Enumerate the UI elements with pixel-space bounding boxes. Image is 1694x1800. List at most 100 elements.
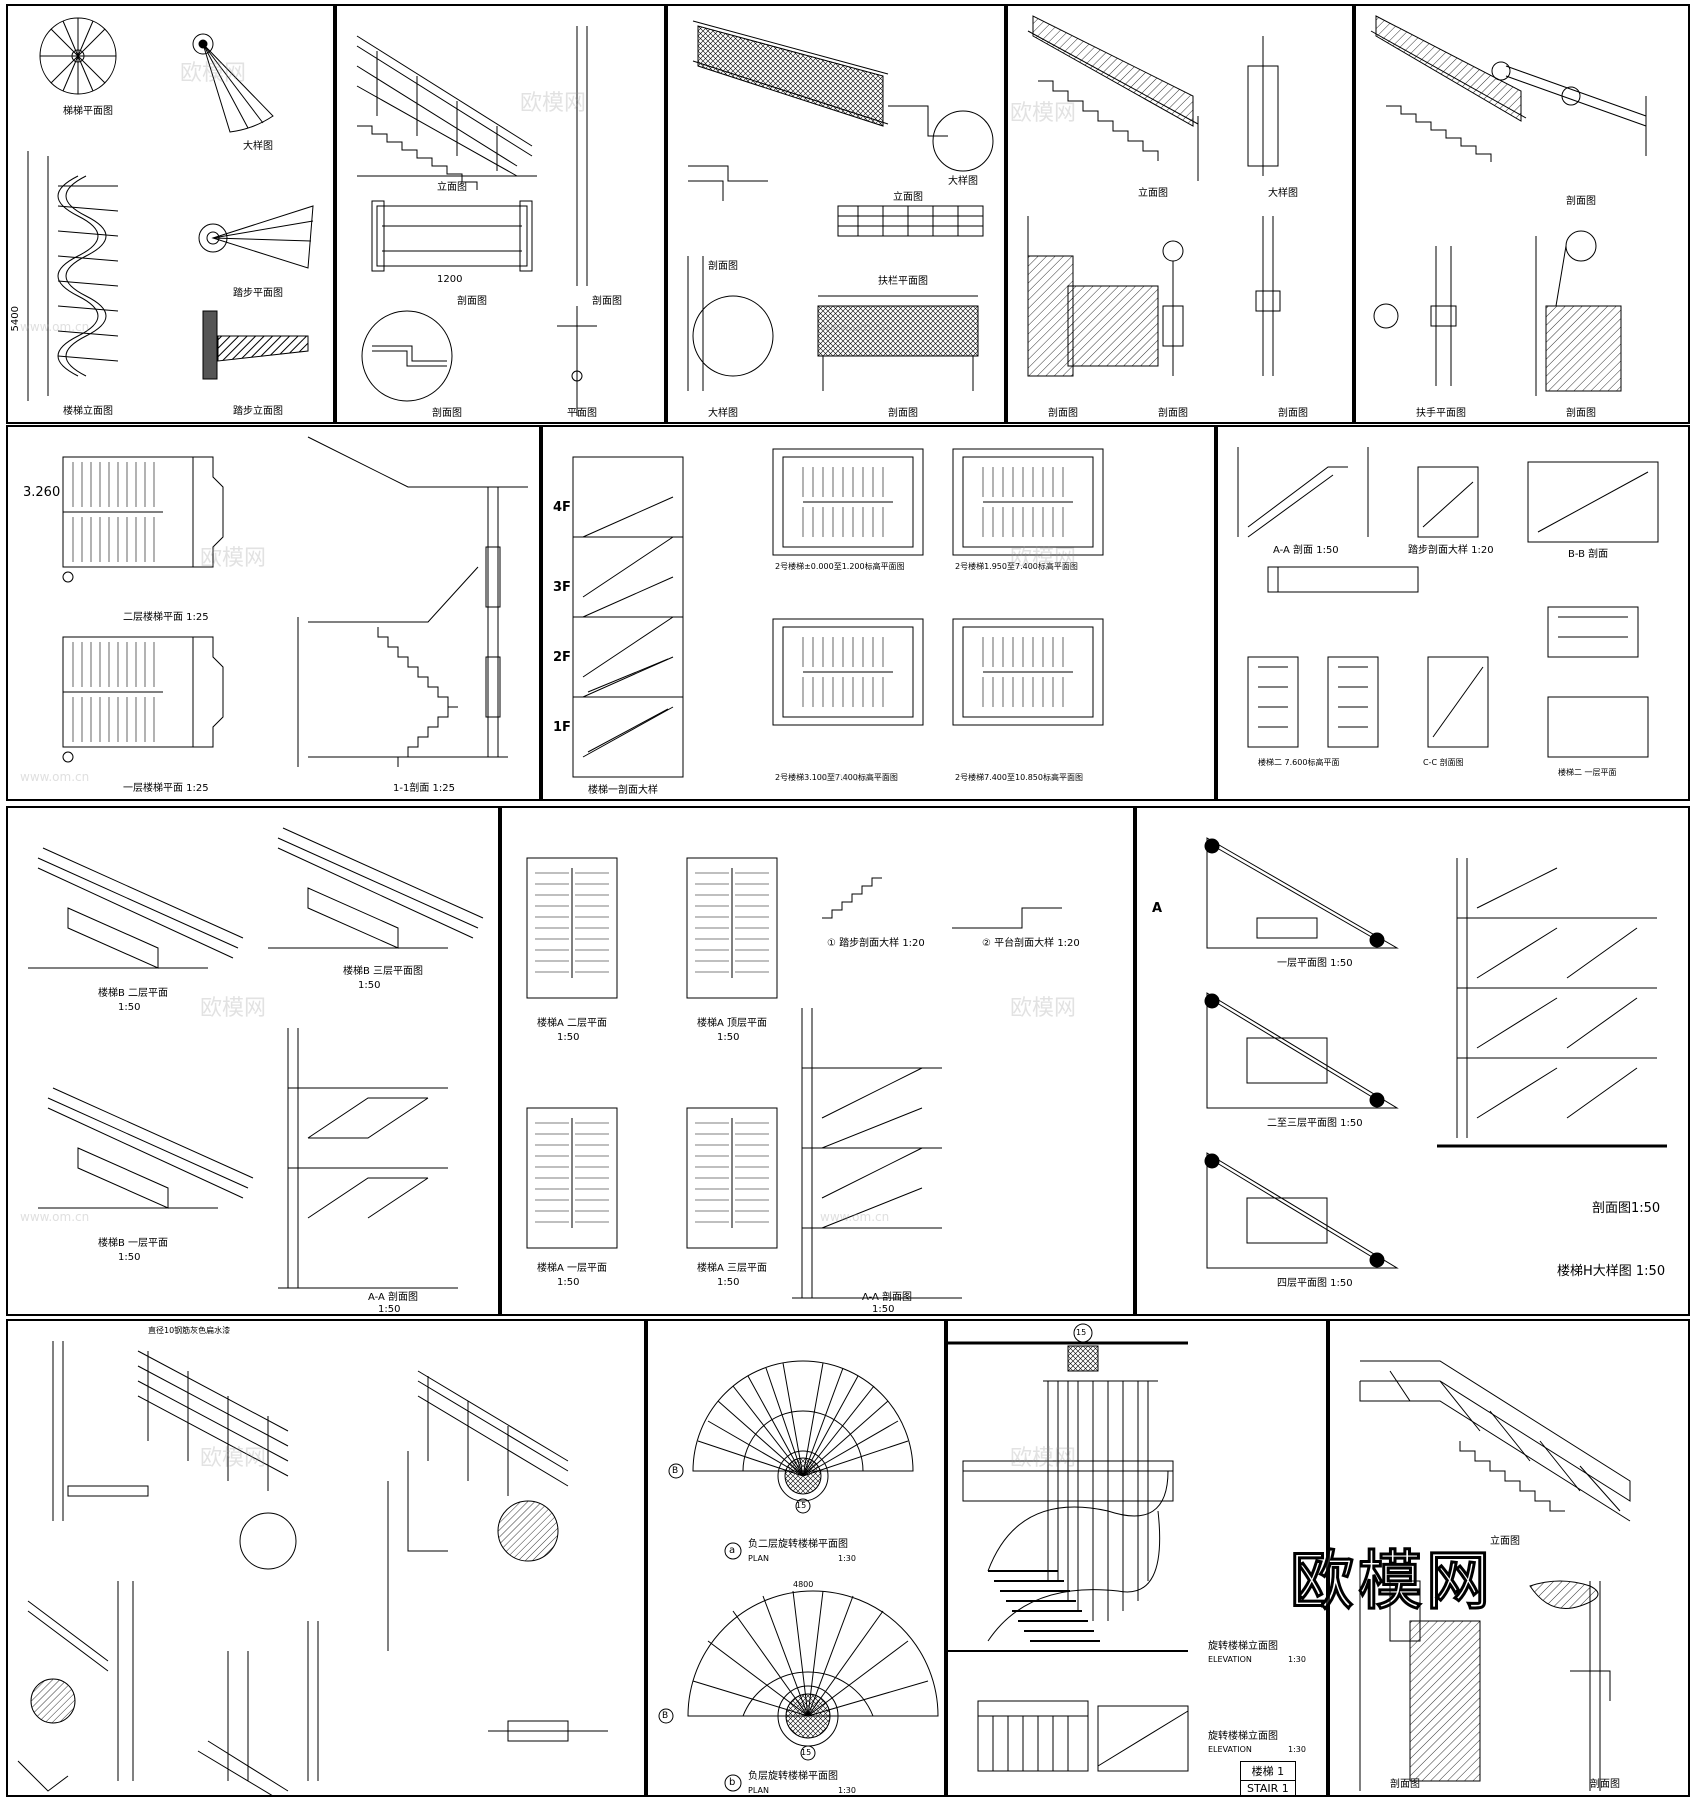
spiral2-plan-b-mark: b bbox=[729, 1777, 736, 1788]
watermark-url-6: www.om.cn bbox=[820, 1210, 890, 1224]
stair-e-plan-d: 楼梯A 三层平面 bbox=[697, 1263, 768, 1274]
stair-e-section-scale: 1:50 bbox=[872, 1304, 895, 1315]
spiral-plans-drawing bbox=[658, 1360, 939, 1792]
stair-e-plan-c: 楼梯A 一层平面 bbox=[537, 1263, 608, 1274]
spiral-plan-title: 梯梯平面图 bbox=[63, 106, 113, 117]
watermark-small-8: 欧模网 bbox=[200, 1446, 267, 1471]
stair-c-section-b: B-B 剖面 bbox=[1568, 549, 1609, 560]
stair-b-plan-a: 2号楼梯±0.000至1.200标高平面图 bbox=[775, 562, 905, 571]
watermark-small-9: 欧模网 bbox=[1010, 1446, 1077, 1471]
rail2-section-a: 剖面图 bbox=[708, 261, 738, 272]
railing-3-drawing bbox=[1027, 15, 1281, 377]
watermark-url-5: www.om.cn bbox=[20, 1210, 90, 1224]
sheet-railing-2: 大样图 立面图 剖面图 扶栏平面图 大样图 剖面图 bbox=[666, 4, 1006, 424]
spiral-stair-drawing bbox=[27, 17, 314, 401]
sheet-railing-1: 立面图 1200 剖面图 剖面图 平面图 剖面图 bbox=[335, 4, 666, 424]
rail4-section-a: 剖面图 bbox=[1566, 196, 1596, 207]
stair-a-plan1: 一层楼梯平面 1:25 bbox=[123, 783, 209, 794]
sheet-spiral-stair: 梯梯平面图 大样图 踏步平面图 楼梯立面图 踏步立面图 5400 bbox=[6, 4, 335, 424]
stair-c-section-c: C-C 剖面图 bbox=[1423, 758, 1464, 767]
stair-b-floor-2: 2F bbox=[553, 650, 571, 665]
rail2-detail-b: 大样图 bbox=[708, 408, 738, 419]
sheet-railing-3: 立面图 大样图 剖面图 剖面图 剖面图 bbox=[1006, 4, 1354, 424]
stair-d-section-scale: 1:50 bbox=[378, 1304, 401, 1315]
sheet-stair-e: 楼梯A 二层平面 1:50 楼梯A 顶层平面 1:50 ① 踏步剖面大样 1:2… bbox=[500, 806, 1135, 1316]
stair-d-drawing bbox=[28, 827, 484, 1289]
stair-c-section-a: A-A 剖面 1:50 bbox=[1273, 545, 1339, 556]
stair-b-floor-3: 3F bbox=[553, 580, 571, 595]
railing-1-drawing bbox=[356, 26, 597, 416]
stair-f-plan-c: 四层平面图 1:50 bbox=[1277, 1278, 1353, 1289]
rail3-detail-title: 大样图 bbox=[1268, 188, 1298, 199]
stair-e-plan-c-scale: 1:50 bbox=[557, 1277, 580, 1288]
spiral2-plan-a: 负二层旋转楼梯平面图 bbox=[748, 1539, 848, 1550]
rail5-note: 直径10钢筋灰色扁水漆 bbox=[148, 1326, 231, 1335]
stair-c-plan-a: 楼梯二 7.600标高平面 bbox=[1258, 758, 1340, 767]
rail1-section-b: 剖面图 bbox=[592, 296, 622, 307]
railing-5-drawing bbox=[17, 1341, 608, 1795]
stair-b-floor-4: 4F bbox=[553, 500, 571, 515]
stair-e-plan-b: 楼梯A 顶层平面 bbox=[697, 1018, 768, 1029]
spiral-step-plan-title: 踏步平面图 bbox=[233, 288, 283, 299]
sheet-railing-5: 直径10钢筋灰色扁水漆 bbox=[6, 1319, 646, 1797]
spiral-elevation-drawing bbox=[948, 1323, 1189, 1772]
stair-b-plan-b: 2号楼梯1.950至7.400标高平面图 bbox=[955, 562, 1078, 571]
rail1-plan: 平面图 bbox=[567, 408, 597, 419]
spiral2-axis-15-1: 15 bbox=[796, 1501, 807, 1510]
spiral2-plan-a-mark: a bbox=[729, 1545, 736, 1556]
rail2-elev-title: 立面图 bbox=[893, 192, 923, 203]
spiral2-axis-b-1: B bbox=[672, 1466, 679, 1476]
stair-f-plan-b: 二至三层平面图 1:50 bbox=[1267, 1118, 1363, 1129]
spiral2-axis-15-2: 15 bbox=[801, 1748, 812, 1757]
sheet-stair-d: 楼梯B 二层平面 1:50 楼梯B 三层平面图 1:50 楼梯B 一层平面 1:… bbox=[6, 806, 500, 1316]
watermark-big: 欧模网 bbox=[1290, 1545, 1494, 1620]
spiral2-plan-a-en: PLAN bbox=[748, 1554, 769, 1563]
stair-b-section: 楼梯一剖面大样 bbox=[588, 785, 658, 796]
stair-f-drawing bbox=[1204, 837, 1667, 1269]
stair-e-plan-a-scale: 1:50 bbox=[557, 1032, 580, 1043]
stair-f-marker: A bbox=[1152, 901, 1163, 916]
spiral3-scale-2: 1:30 bbox=[1288, 1745, 1306, 1754]
rail4-elev-title: 扶手平面图 bbox=[1416, 408, 1466, 419]
watermark-small-1: 欧模网 bbox=[180, 61, 247, 86]
sheet-stair-c: A-A 剖面 1:50 踏步剖面大样 1:20 B-B 剖面 楼梯二 7.600… bbox=[1216, 425, 1690, 801]
rail6-section-b: 剖面图 bbox=[1590, 1779, 1620, 1790]
spiral2-plan-b-en: PLAN bbox=[748, 1786, 769, 1795]
watermark-small-3: 欧模网 bbox=[1010, 101, 1077, 126]
rail2-detail-title: 大样图 bbox=[948, 176, 978, 187]
stair-title-en: STAIR 1 bbox=[1241, 1780, 1295, 1795]
stair-e-detail-2: ② 平台剖面大样 1:20 bbox=[982, 938, 1080, 949]
sheet-spiral-elevation: 15 旋转楼梯立面图 ELEVATION 1:30 旋转楼梯立面图 ELEVAT… bbox=[946, 1319, 1328, 1797]
rail1-dim: 1200 bbox=[437, 274, 463, 285]
stair-e-plan-d-scale: 1:50 bbox=[717, 1277, 740, 1288]
sheet-railing-4: 剖面图 扶手平面图 剖面图 bbox=[1354, 4, 1690, 424]
stair-c-detail: 踏步剖面大样 1:20 bbox=[1408, 545, 1494, 556]
stair-d-plan-a-scale: 1:50 bbox=[118, 1002, 141, 1013]
watermark-url-4: www.om.cn bbox=[820, 770, 890, 784]
spiral3-elev-en-2: ELEVATION bbox=[1208, 1745, 1252, 1754]
spiral2-plan-b-scale: 1:30 bbox=[838, 1786, 856, 1795]
sheet-stair-a: 3.260 二层楼梯平面 1:25 一层楼梯平面 1:25 1-1剖面 1:25 bbox=[6, 425, 541, 801]
railing-6-drawing bbox=[1359, 1360, 1631, 1791]
stair-a-level: 3.260 bbox=[23, 485, 61, 500]
rail3-section-a: 剖面图 bbox=[1048, 408, 1078, 419]
stair-a-drawing bbox=[62, 436, 528, 767]
stair-f-plan-a: 一层平面图 1:50 bbox=[1277, 958, 1353, 969]
stair-e-drawing bbox=[526, 857, 1062, 1299]
spiral-step-elev-title: 踏步立面图 bbox=[233, 406, 283, 417]
rail1-elev-title: 立面图 bbox=[437, 182, 467, 193]
stair-d-plan-b-scale: 1:50 bbox=[358, 980, 381, 991]
rail3-section-c: 剖面图 bbox=[1278, 408, 1308, 419]
watermark-url-1: www.om.cn bbox=[20, 320, 90, 334]
stair-e-section: A-A 剖面图 bbox=[862, 1292, 913, 1303]
rail1-section-c: 剖面图 bbox=[432, 408, 462, 419]
stair-d-plan-c-scale: 1:50 bbox=[118, 1252, 141, 1263]
spiral-elev-title: 楼梯立面图 bbox=[63, 406, 113, 417]
sheet-railing-6: 立面图 剖面图 剖面图 bbox=[1328, 1319, 1690, 1797]
rail2-plan-title: 扶栏平面图 bbox=[878, 276, 928, 287]
stair-title-box: 楼梯 1 STAIR 1 bbox=[1240, 1761, 1296, 1795]
watermark-url-2: www.om.cn bbox=[820, 320, 890, 334]
sheet-spiral-plans: B 15 a 负二层旋转楼梯平面图 PLAN 1:30 4800 B 15 b … bbox=[646, 1319, 946, 1797]
stair-e-plan-b-scale: 1:50 bbox=[717, 1032, 740, 1043]
rail1-section-a: 剖面图 bbox=[457, 296, 487, 307]
